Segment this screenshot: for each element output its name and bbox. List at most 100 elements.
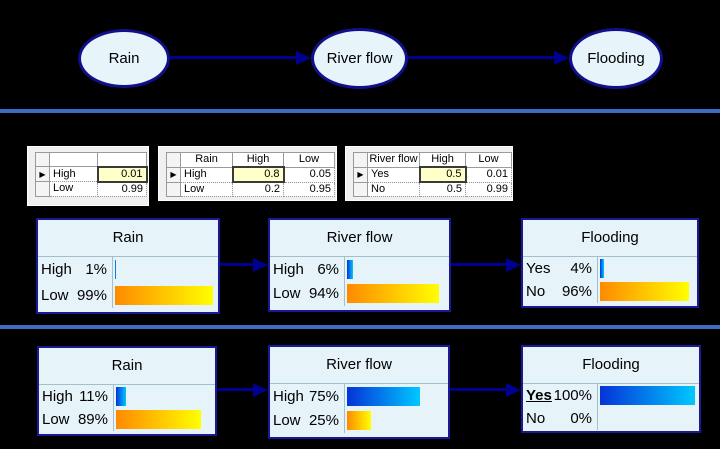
row-selector-cell[interactable]: ▶: [166, 166, 181, 183]
edge-line: [408, 56, 558, 59]
row-selector-header: [353, 152, 368, 168]
row-selector-cell[interactable]: ▶: [35, 166, 50, 182]
section-divider-bottom: [0, 325, 720, 329]
current-row-icon: ▶: [357, 170, 364, 179]
column-header-cell: Rain: [180, 152, 233, 168]
cpt-value-cell[interactable]: 0.5: [419, 181, 466, 197]
belief-row[interactable]: No 0%: [523, 407, 699, 430]
state-label: No: [526, 283, 546, 300]
edge-rain-riverflow: [170, 51, 311, 65]
graph-node-flooding[interactable]: Flooding: [569, 28, 663, 89]
column-header-cell: [49, 152, 98, 167]
column-header-cell: High: [232, 152, 284, 168]
cpt-state-cell: High: [180, 166, 233, 183]
probability-bar: [600, 282, 690, 301]
cpt-state-cell: High: [49, 166, 98, 182]
cpt-panel-rain: ▶ High 0.01 Low 0.99: [27, 146, 149, 206]
node-title: Flooding: [523, 220, 697, 257]
state-percent: 89%: [77, 411, 108, 428]
cpt-panel-riverflow: Rain High Low ▶ High 0.8 0.05 Low 0.2 0.…: [158, 146, 337, 201]
cpt-value-cell[interactable]: 0.2: [232, 181, 284, 197]
node-title: Flooding: [523, 347, 699, 384]
graph-node-label: Flooding: [587, 50, 645, 67]
cpt-panel-flooding: River flow High Low ▶ Yes 0.5 0.01 No 0.…: [345, 146, 513, 201]
row-selector-cell[interactable]: [166, 181, 181, 197]
belief-row[interactable]: Low 94%: [270, 281, 449, 306]
probability-bar: [347, 284, 440, 304]
row-selector-cell[interactable]: ▶: [353, 166, 368, 183]
state-percent: 0%: [570, 410, 592, 427]
edge-riverflow-flooding-bottom: [450, 383, 521, 397]
edge-line: [450, 388, 510, 391]
belief-row[interactable]: No 96%: [523, 280, 697, 303]
arrowhead-icon: [296, 51, 311, 65]
belief-row[interactable]: High 11%: [39, 385, 215, 408]
state-percent: 94%: [308, 285, 339, 303]
cpt-table-flooding: River flow High Low ▶ Yes 0.5 0.01 No 0.…: [353, 152, 512, 197]
table-row: Low 0.99: [35, 181, 147, 197]
belief-node-rain-posterior[interactable]: Rain High 11% Low 89%: [37, 346, 217, 436]
state-label: Low: [273, 285, 301, 303]
state-label: Low: [42, 411, 70, 428]
current-row-icon: ▶: [39, 169, 46, 179]
column-header-cell: Low: [465, 152, 512, 168]
cpt-value-cell[interactable]: 0.01: [465, 166, 512, 183]
cpt-table-rain: ▶ High 0.01 Low 0.99: [35, 152, 148, 197]
probability-bar: [347, 259, 353, 279]
table-row: ▶ High 0.8 0.05: [166, 166, 335, 183]
state-label: No: [526, 410, 546, 427]
probability-bar: [116, 387, 127, 406]
cpt-value-cell-selected[interactable]: 0.5: [418, 166, 467, 183]
arrowhead-icon: [253, 258, 268, 272]
cpt-state-cell: Low: [49, 181, 98, 197]
cpt-table-riverflow: Rain High Low ▶ High 0.8 0.05 Low 0.2 0.…: [166, 152, 335, 197]
edge-line: [451, 263, 510, 266]
row-selector-cell[interactable]: [35, 181, 50, 197]
state-percent: 11%: [79, 388, 108, 405]
state-label: High: [273, 260, 304, 278]
cpt-value-cell-selected[interactable]: 0.01: [96, 165, 148, 183]
table-row: ▶ Yes 0.5 0.01: [353, 166, 512, 183]
cpt-value-cell[interactable]: 0.99: [97, 181, 147, 197]
cpt-value-cell[interactable]: 0.05: [283, 166, 335, 183]
edge-line: [170, 56, 300, 59]
cpt-value-cell-selected[interactable]: 0.8: [231, 166, 285, 183]
state-label: High: [42, 388, 73, 405]
current-row-icon: ▶: [170, 170, 177, 179]
graph-node-rain[interactable]: Rain: [78, 29, 170, 88]
row-selector-cell[interactable]: [353, 181, 368, 197]
belief-row[interactable]: Low 89%: [39, 408, 215, 431]
arrowhead-icon: [506, 383, 521, 397]
state-label: High: [41, 261, 72, 279]
arrowhead-icon: [506, 258, 521, 272]
column-header-cell: High: [419, 152, 466, 168]
column-header-cell: [97, 152, 147, 167]
probability-bar: [347, 411, 372, 431]
node-title: Rain: [39, 348, 215, 385]
state-percent: 4%: [570, 260, 592, 277]
graph-node-label: River flow: [326, 50, 393, 67]
cpt-value-cell[interactable]: 0.95: [283, 181, 335, 197]
edge-riverflow-flooding: [408, 51, 569, 65]
cpt-value-cell[interactable]: 0.99: [465, 181, 512, 197]
column-header-cell: Low: [283, 152, 335, 168]
node-title: River flow: [270, 220, 449, 257]
arrowhead-icon: [253, 383, 268, 397]
node-title: Rain: [38, 220, 218, 257]
graph-node-riverflow[interactable]: River flow: [311, 28, 408, 89]
column-header-cell: River flow: [367, 152, 420, 168]
state-percent: 96%: [561, 283, 592, 300]
